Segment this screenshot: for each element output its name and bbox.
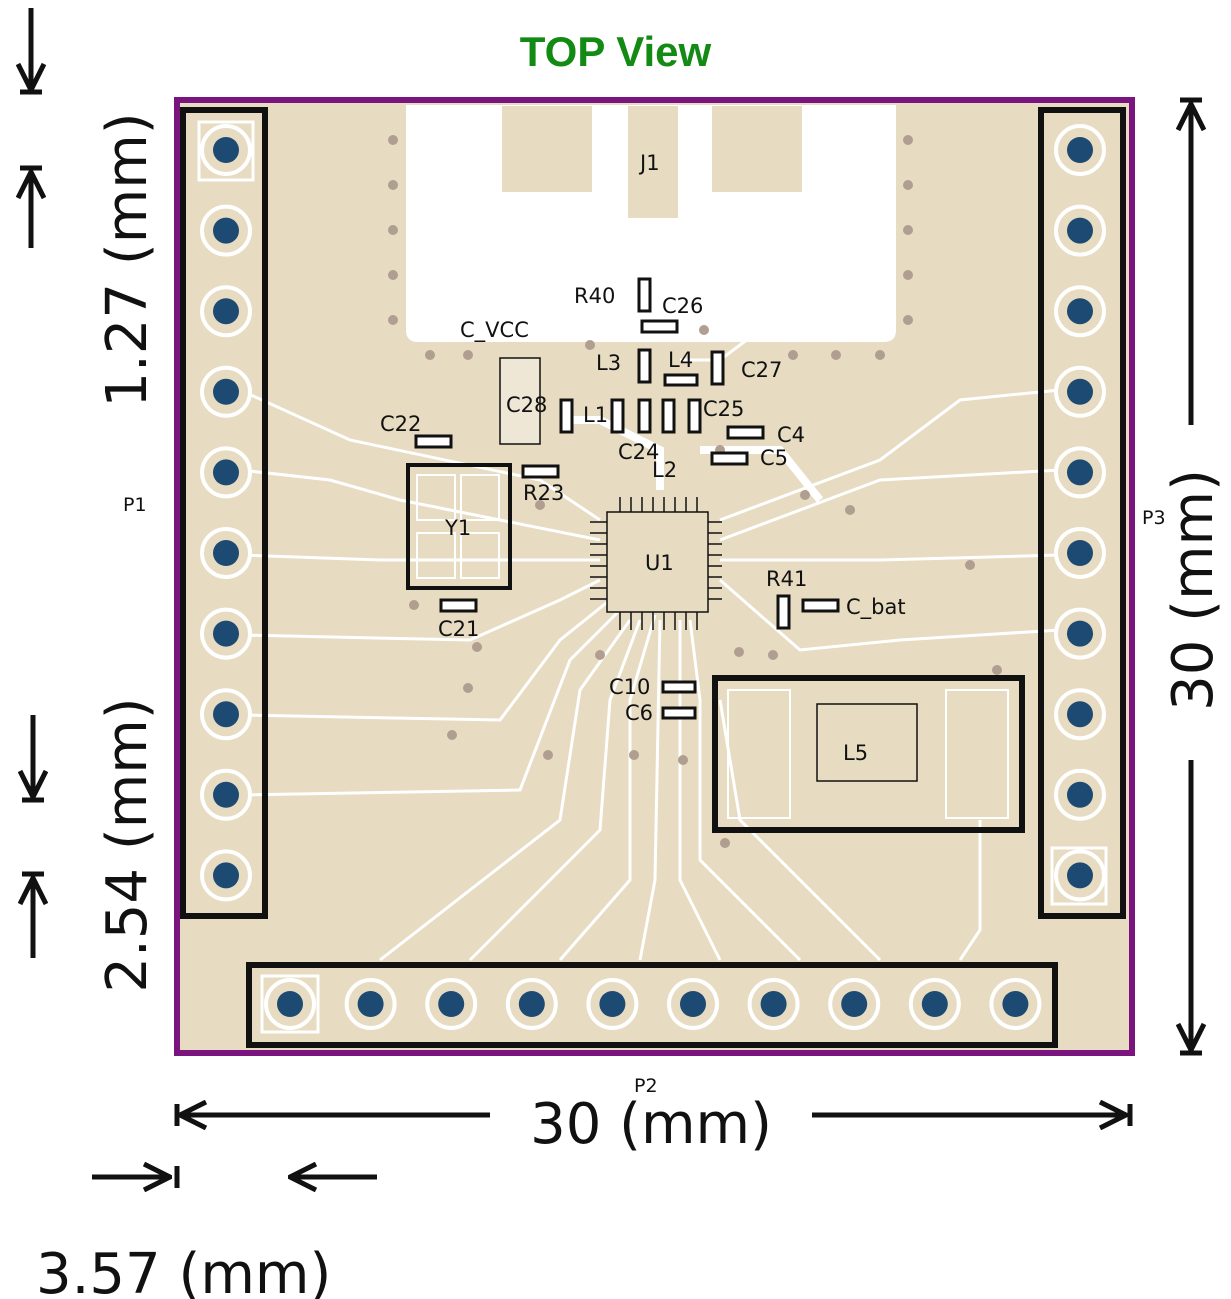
- j1-pad-right: [712, 106, 802, 192]
- label-c28: C28: [506, 393, 547, 417]
- dimension-pitch-bottom: 2.54 (mm): [95, 697, 160, 992]
- label-l5: L5: [843, 741, 868, 765]
- header-p2-label: P2: [634, 1075, 658, 1097]
- dimension-pitch-left: 1.27 (mm): [95, 112, 160, 407]
- p2-pin: [277, 991, 303, 1017]
- label-c10: C10: [609, 675, 650, 699]
- p3-pin: [1067, 378, 1093, 405]
- label-r23: R23: [523, 481, 564, 505]
- p1-pin: [213, 137, 239, 163]
- chip-u1: [606, 511, 709, 613]
- p2-pin: [599, 991, 626, 1017]
- header-p2: [246, 962, 1058, 1048]
- p2-pin: [1002, 991, 1029, 1017]
- crystal-y1: [406, 463, 512, 590]
- p1-pin: [213, 459, 239, 486]
- thick-traces: [560, 416, 824, 503]
- page-title: TOP View: [519, 28, 712, 75]
- label-c26: C26: [662, 294, 703, 318]
- p1-pin: [213, 540, 239, 566]
- header-p1: [180, 107, 268, 919]
- reference-designators: J1 R40 C26 C_VCC L3 L4 C27 C28 L1 C25 C2…: [380, 151, 906, 765]
- c28-footprint: [499, 357, 541, 445]
- label-j1: J1: [638, 151, 660, 175]
- inductor-l5-outline: [712, 675, 1025, 833]
- smd-parts: [414, 277, 840, 720]
- p3-pin: [1067, 620, 1093, 647]
- label-c25: C25: [703, 397, 744, 421]
- p2-pin: [357, 991, 384, 1017]
- label-c24: C24: [618, 440, 659, 464]
- p3-pin: [1067, 781, 1093, 808]
- label-l1: L1: [583, 403, 608, 427]
- label-c21: C21: [438, 617, 479, 641]
- dimension-pitch-bottom-arrows: [22, 715, 44, 958]
- p1-pin: [213, 701, 239, 728]
- dimension-height: 30 (mm): [1161, 469, 1226, 711]
- p3-pin: [1067, 862, 1093, 889]
- p1-pin: [213, 620, 239, 647]
- p2-pin: [518, 991, 545, 1017]
- label-r40: R40: [574, 284, 615, 308]
- inductor-l5-body: [816, 703, 918, 782]
- label-y1: Y1: [444, 516, 471, 540]
- label-l2: L2: [652, 458, 677, 482]
- p3-pin: [1067, 701, 1093, 728]
- j1-pad-left: [502, 106, 592, 192]
- header-p3-label: P3: [1142, 507, 1166, 529]
- label-c-vcc: C_VCC: [460, 318, 529, 343]
- label-c27: C27: [741, 358, 782, 382]
- header-p1-label: P1: [123, 494, 147, 516]
- dimension-offset-arrows: [92, 1166, 377, 1188]
- j1-pad-center: [628, 106, 678, 218]
- vias: [388, 135, 1002, 848]
- p3-pin: [1067, 459, 1093, 486]
- dimension-pitch-left-arrows: [20, 8, 42, 248]
- p3-pin: [1067, 540, 1093, 566]
- p2-pin: [438, 991, 465, 1017]
- label-r41: R41: [766, 567, 807, 591]
- label-u1: U1: [645, 551, 674, 575]
- dimension-offset: 3.57 (mm): [36, 1242, 331, 1299]
- label-c22: C22: [380, 412, 421, 436]
- p1-pin: [213, 781, 239, 808]
- p1-pin: [213, 217, 239, 244]
- label-c4: C4: [777, 423, 805, 447]
- dimension-height-arrows: [1180, 97, 1202, 1056]
- label-c5: C5: [760, 446, 788, 470]
- label-l3: L3: [596, 351, 621, 375]
- dimension-width: 30 (mm): [530, 1092, 772, 1157]
- inductor-l5-pads: [727, 689, 1009, 819]
- p1-pin: [213, 862, 239, 889]
- dimension-width-arrows: [174, 1104, 1133, 1126]
- p1-pin: [213, 378, 239, 405]
- header-p3: [1038, 107, 1126, 919]
- label-c6: C6: [625, 701, 653, 725]
- p2-pin: [921, 991, 948, 1017]
- p3-pin: [1067, 217, 1093, 244]
- p2-pin: [680, 991, 706, 1017]
- p2-pin: [841, 991, 868, 1017]
- p2-pin: [760, 991, 787, 1017]
- crystal-y1-pads: [416, 474, 500, 579]
- label-c-bat: C_bat: [846, 595, 906, 620]
- chip-u1-pins: [590, 497, 722, 630]
- p3-pin: [1067, 137, 1093, 163]
- p1-pin: [213, 298, 239, 325]
- p3-pin: [1067, 298, 1093, 325]
- label-l4: L4: [668, 348, 693, 372]
